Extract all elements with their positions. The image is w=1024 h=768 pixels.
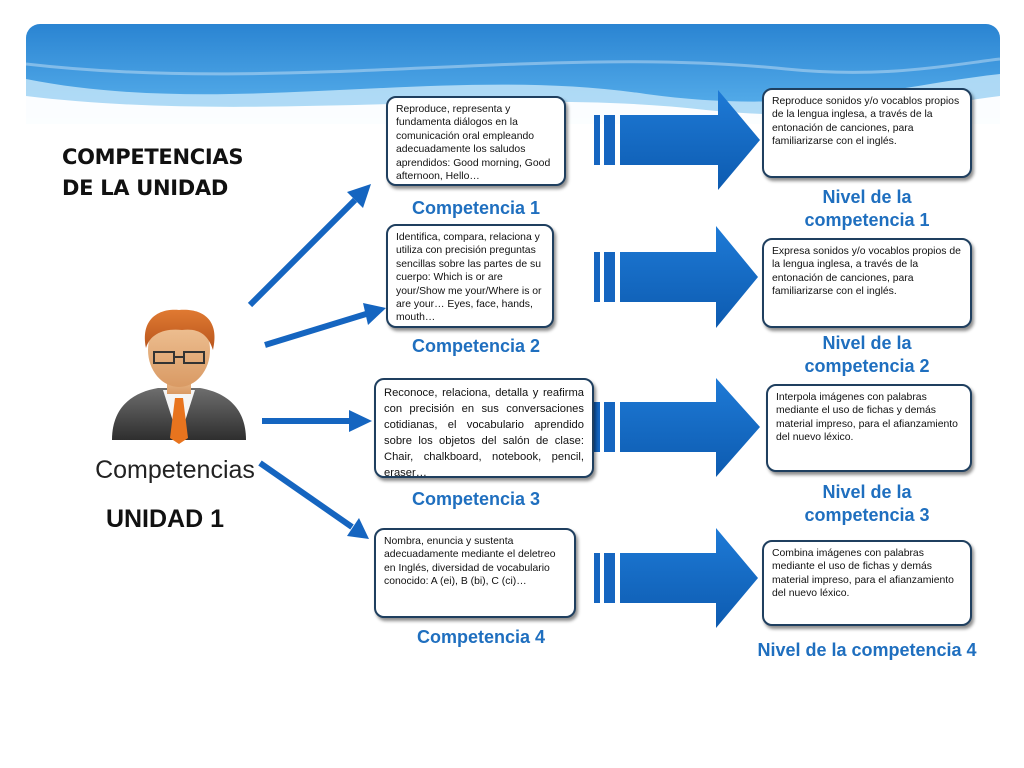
title-line-2: DE LA UNIDAD xyxy=(62,176,228,200)
nivel-3-label: Nivel de la competencia 3 xyxy=(804,482,930,525)
competencia-4-label: Competencia 4 xyxy=(416,627,546,647)
competencia-2-label: Competencia 2 xyxy=(411,336,541,356)
nivel-1-label: Nivel de la competencia 1 xyxy=(804,187,930,230)
arrow-to-competencia-1 xyxy=(247,184,371,308)
nivel-1-box: Reproduce sonidos y/o vocablos propios d… xyxy=(762,88,972,178)
competencia-3-box: Reconoce, relaciona, detalla y reafirma … xyxy=(374,378,594,478)
nivel-2-label: Nivel de la competencia 2 xyxy=(804,333,930,376)
big-arrow-1 xyxy=(594,90,760,190)
big-arrow-4 xyxy=(594,528,758,628)
competencia-2-box: Identifica, compara, relaciona y utiliza… xyxy=(386,224,554,328)
nivel-4-label: Nivel de la competencia 4 xyxy=(757,640,977,660)
avatar-caption: Competencias xyxy=(95,456,255,484)
big-arrow-2 xyxy=(594,226,758,328)
page-title: COMPETENCIAS DE LA UNIDAD xyxy=(62,142,243,204)
title-line-1: COMPETENCIAS xyxy=(62,145,244,169)
competencia-1-label: Competencia 1 xyxy=(411,198,541,218)
nivel-3-box: Interpola imágenes con palabras mediante… xyxy=(766,384,972,472)
nivel-4-box: Combina imágenes con palabras mediante e… xyxy=(762,540,972,626)
left-arrows xyxy=(247,184,386,539)
arrow-to-competencia-2 xyxy=(264,303,386,348)
person-avatar-icon xyxy=(112,309,246,444)
big-arrow-3 xyxy=(594,378,760,477)
competencia-3-label: Competencia 3 xyxy=(411,489,541,509)
competencia-4-box: Nombra, enuncia y sustenta adecuadamente… xyxy=(374,528,576,618)
nivel-2-box: Expresa sonidos y/o vocablos propios de … xyxy=(762,238,972,328)
arrow-to-competencia-3 xyxy=(262,410,372,432)
unit-caption: UNIDAD 1 xyxy=(105,505,225,533)
arrow-to-competencia-4 xyxy=(258,460,369,539)
competencia-1-box: Reproduce, representa y fundamenta diálo… xyxy=(386,96,566,186)
